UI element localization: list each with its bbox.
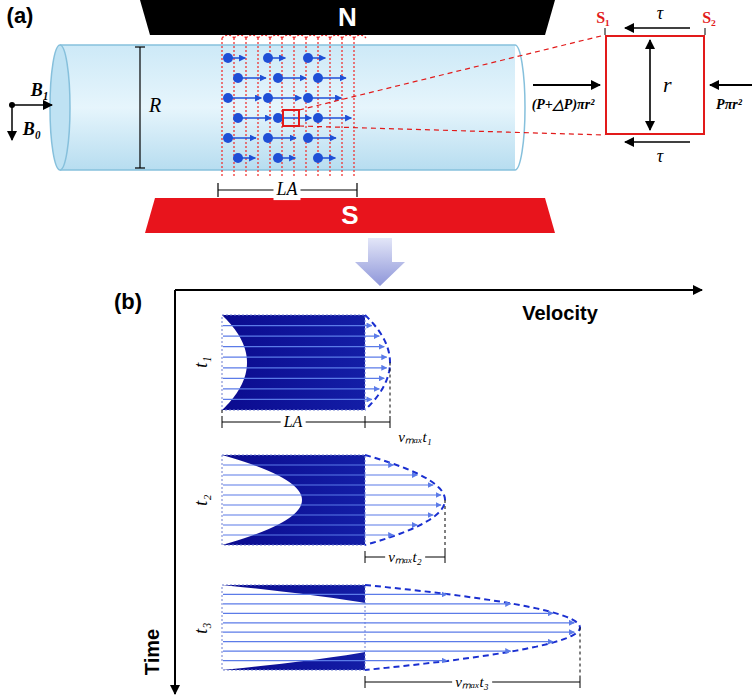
axis-label: Velocity <box>522 302 598 324</box>
displacement-label: vₘₐₓt₂ <box>385 549 425 566</box>
panel-tag: (a) <box>7 4 34 28</box>
plot-axes <box>175 290 702 694</box>
radius-label: R <box>149 94 161 116</box>
spin-particles <box>223 53 351 163</box>
axis-label: Time <box>141 629 163 675</box>
magnet-pole: N <box>140 0 555 35</box>
time-label: t₃ <box>192 622 212 633</box>
velocity-profiles <box>222 315 665 688</box>
force-arrows <box>533 28 752 142</box>
field-label: B₀ <box>23 120 41 140</box>
force-label: Pπr² <box>716 97 742 112</box>
panel-tag: (b) <box>114 290 142 314</box>
radius-marker <box>135 47 145 168</box>
magnet-pole: S <box>145 198 555 233</box>
fluid-element-box: r <box>605 35 705 135</box>
displacement-label: vₘₐₓt₁ <box>398 429 432 446</box>
fluid-element <box>283 35 605 135</box>
coil-winding <box>222 35 366 178</box>
field-label: B₁ <box>31 81 49 101</box>
surface-label: S₂ <box>702 9 716 27</box>
surface-label: S₁ <box>596 9 610 27</box>
field-axes <box>9 102 52 140</box>
time-label: t₂ <box>192 494 212 505</box>
transition-arrow <box>355 238 405 286</box>
node-label: r <box>663 72 672 98</box>
length-label: LA <box>281 413 306 431</box>
displacement-label: vₘₐₓt₃ <box>452 674 492 691</box>
shear-label: τ <box>657 147 663 167</box>
node-label: N <box>338 2 357 33</box>
node-label: S <box>341 200 358 231</box>
shear-label: τ <box>657 4 663 24</box>
force-label: (P+△P)πr² <box>532 97 595 112</box>
time-label: t₁ <box>192 356 212 367</box>
tube <box>50 45 525 170</box>
length-label: LA <box>273 180 300 200</box>
